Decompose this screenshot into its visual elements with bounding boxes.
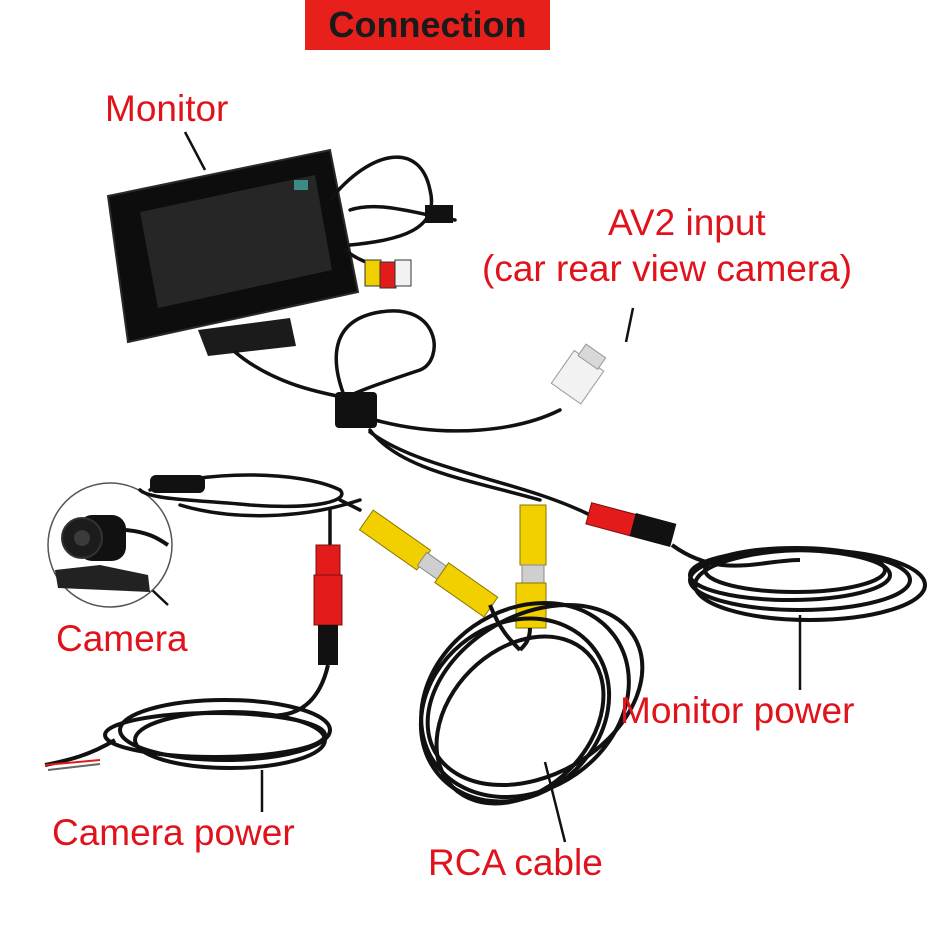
label-monitor: Monitor — [105, 88, 228, 131]
monitor-pointer — [185, 132, 205, 170]
camera-device — [48, 483, 172, 607]
label-av2-description: (car rear view camera) — [482, 248, 852, 291]
camera-power-plug — [314, 545, 342, 665]
av2-pointer — [626, 308, 633, 342]
label-rca-cable: RCA cable — [428, 842, 603, 885]
rca-yellow-plugs — [359, 505, 546, 628]
label-av2-input: AV2 input — [608, 202, 766, 245]
monitor-device — [108, 150, 358, 356]
av2-plug — [551, 341, 610, 404]
label-camera-power: Camera power — [52, 812, 295, 855]
label-camera: Camera — [56, 618, 188, 661]
monitor-rca-plugs — [365, 205, 453, 288]
camera-power-coil — [45, 665, 330, 768]
cable-splitter — [335, 392, 377, 428]
monitor-power-plug — [586, 503, 676, 547]
monitor-power-coil — [672, 545, 925, 620]
label-monitor-power: Monitor power — [620, 690, 854, 733]
camera-cable-connector — [150, 475, 205, 493]
